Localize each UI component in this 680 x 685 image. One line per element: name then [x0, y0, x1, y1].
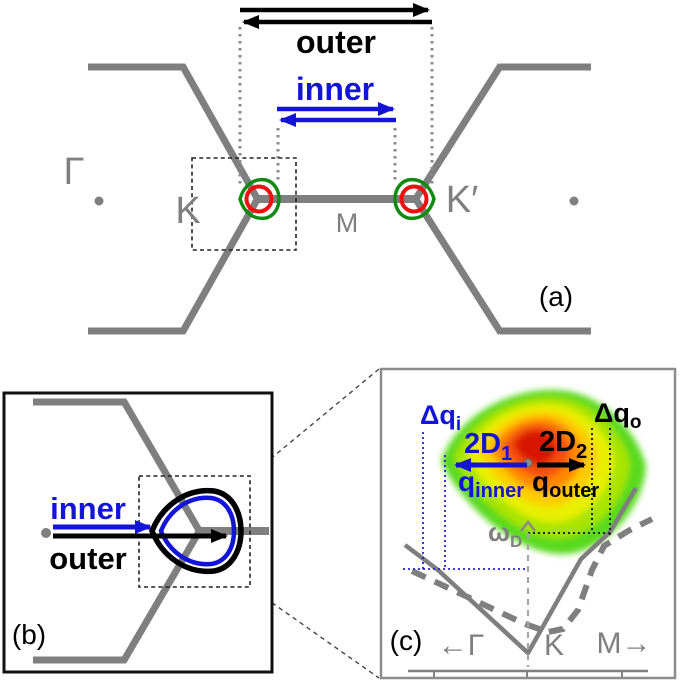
gamma-point-dot-right — [569, 196, 579, 206]
panel-b: inner outer (b) — [2, 391, 274, 674]
inner-arrows — [277, 102, 396, 127]
2d2-label: 2D2 — [539, 426, 587, 463]
panel-a-tag: (a) — [539, 281, 573, 312]
inner-label-a: inner — [296, 71, 374, 107]
inner-label-b: inner — [50, 491, 126, 526]
gamma-point-dot — [94, 196, 104, 206]
omega-caret-icon — [520, 519, 536, 532]
k-zoom-box — [191, 157, 297, 251]
axis-m-label: M→ — [597, 627, 652, 660]
kprime-green-contour — [393, 177, 436, 221]
dq-i-label: Δqi — [420, 400, 461, 435]
outer-span-guides — [238, 27, 434, 184]
kprime-point-contours — [393, 177, 436, 221]
panel-c-tag: (c) — [390, 625, 423, 656]
dq-outer-guides — [528, 428, 611, 537]
gamma-dot-b — [41, 528, 51, 538]
axis-gamma-label: ←Γ — [438, 629, 485, 662]
k-red-circle — [244, 184, 274, 214]
contour-zoom-box — [138, 475, 251, 588]
k-label: K — [175, 190, 200, 232]
omega-d-label: ωD — [488, 517, 522, 551]
dq-o-label: Δqo — [594, 398, 642, 433]
panel-c: Δqi Δqo 2D1 2D2 qinner qouter ωD ←Γ K M→… — [379, 367, 677, 680]
outer-trigonal-contour — [149, 487, 244, 575]
axis-k-label: K — [544, 629, 564, 662]
inner-trigonal-contour — [158, 495, 237, 567]
m-label: M — [336, 208, 359, 238]
q-outer-label: qouter — [532, 466, 599, 502]
k-point-contours — [238, 177, 281, 221]
kprime-red-circle — [399, 184, 429, 214]
panel-a: outer inner Γ K K′ M (a) — [64, 3, 591, 335]
q-inner-label: qinner — [458, 466, 524, 502]
panel-b-tag: (b) — [12, 619, 46, 650]
gamma-label: Γ — [64, 151, 85, 193]
momentum-axis — [408, 669, 648, 677]
inner-span-guides — [276, 128, 397, 180]
band-lines-a — [88, 63, 591, 335]
outer-label-a: outer — [296, 24, 376, 60]
outer-label-b: outer — [49, 541, 127, 576]
phonon-dispersion-solid — [403, 486, 638, 656]
band-lines-b — [33, 398, 269, 664]
phonon-dispersion-dashed — [410, 516, 654, 635]
2d1-label: 2D1 — [464, 428, 512, 465]
dq-inner-guides — [403, 432, 527, 570]
kprime-label: K′ — [446, 179, 478, 221]
k-green-contour — [238, 177, 281, 221]
outer-arrows — [240, 3, 432, 29]
